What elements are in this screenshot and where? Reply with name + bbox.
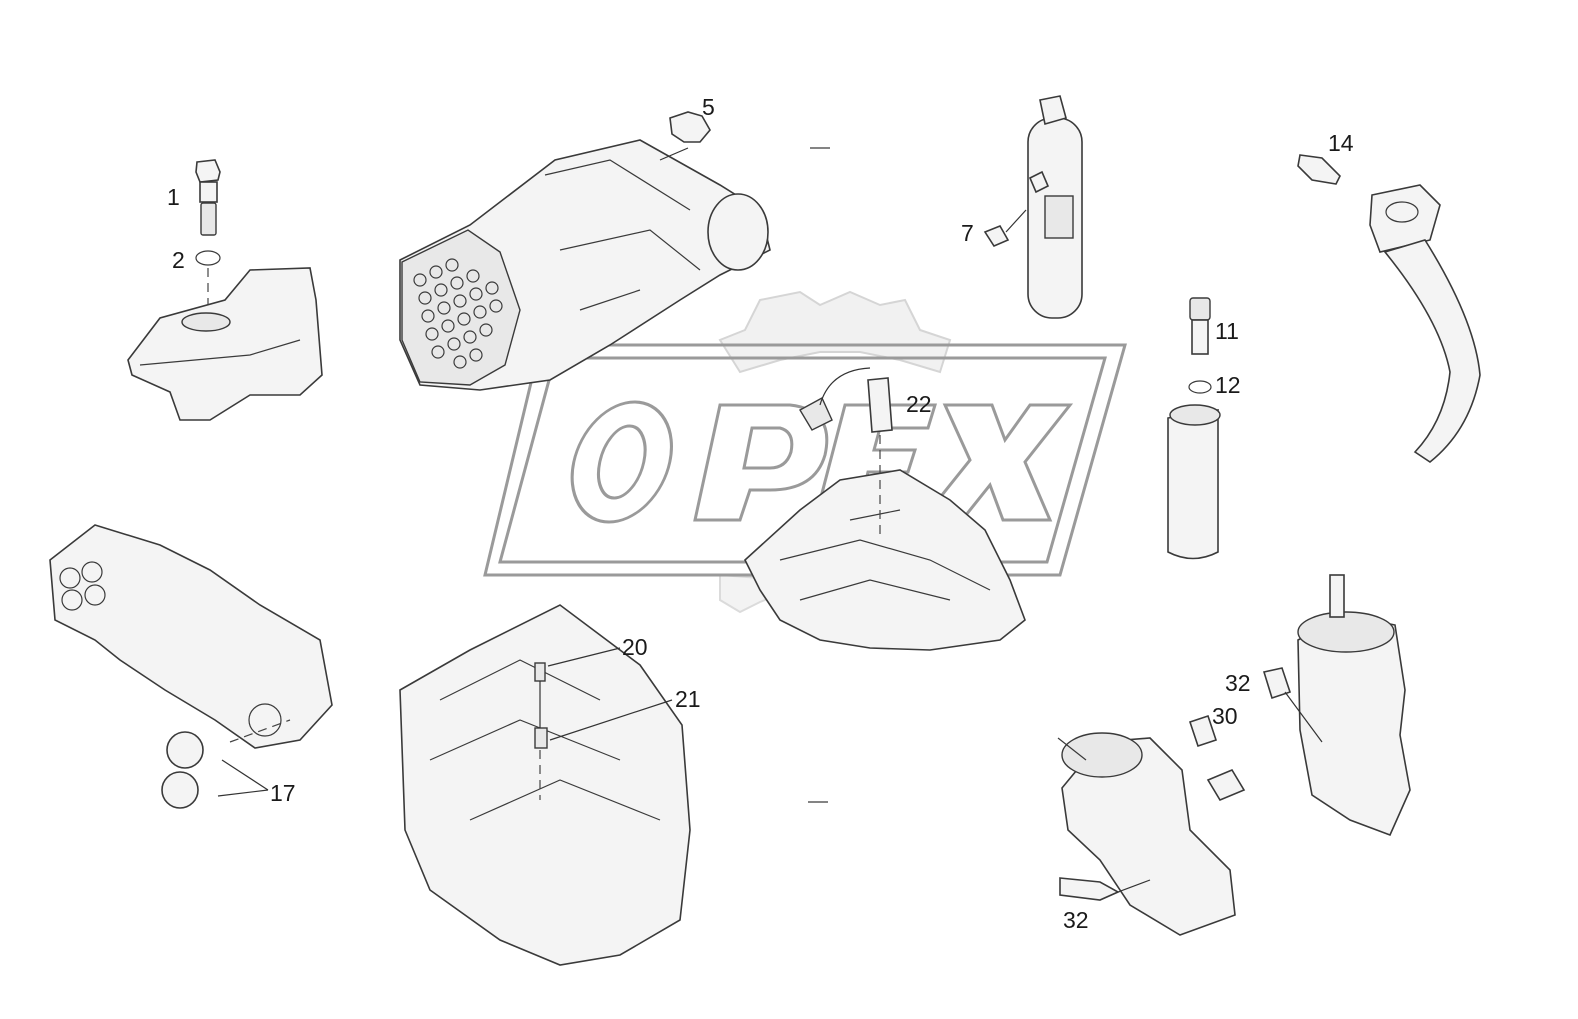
valve-details (779, 509, 991, 601)
sensor-1 (195, 159, 221, 183)
switch-30 (1188, 714, 1218, 748)
pipe-tube (1383, 239, 1481, 463)
callout-20: 20 (622, 634, 648, 660)
frame-bracket (49, 524, 333, 749)
bracket-assembly (49, 524, 333, 809)
sensor-22-connector (799, 397, 833, 431)
pipe-assembly (1297, 154, 1481, 463)
sensor-5 (669, 111, 711, 143)
pump-right-shaft (1329, 574, 1345, 618)
o-ring-12 (1188, 380, 1212, 394)
sensor-14 (1297, 154, 1341, 185)
switch-17-a (166, 731, 204, 769)
assembly-line-17 (229, 719, 291, 743)
sensor-1-body (200, 202, 217, 236)
callout-17: 17 (270, 780, 296, 806)
reservoir-assembly (127, 159, 323, 421)
sensor-32-right (1262, 667, 1292, 700)
callout-11: 11 (1215, 318, 1239, 344)
canister-top (1169, 404, 1221, 426)
drier-label (1044, 195, 1074, 239)
air-filter-holes (413, 258, 503, 369)
t-fitting (1206, 768, 1246, 802)
sensor-22-wire (819, 367, 871, 406)
sensor-1-thread (199, 181, 218, 203)
air-filter-outlet (707, 193, 769, 271)
callout-5: 5 (702, 94, 715, 120)
pump-left-top (1061, 732, 1143, 778)
callout-2: 2 (172, 247, 185, 273)
reservoir-tank (127, 267, 323, 421)
watermark-frame-outer (483, 343, 1127, 577)
sensor-22 (867, 377, 893, 433)
bracket-bore (248, 703, 282, 737)
lead-20 (547, 647, 621, 667)
pump-right-top (1297, 611, 1395, 653)
lead-17-a (221, 759, 269, 791)
switch-17-b (161, 771, 199, 809)
transmission-assembly (399, 604, 691, 966)
pipe-flange (1369, 184, 1441, 253)
callout-32-left: 32 (1063, 907, 1089, 933)
pump-left (1061, 737, 1236, 936)
watermark-gear (718, 290, 952, 374)
pump-left-shaft (1057, 737, 1087, 761)
sensor-11-plug (1189, 297, 1211, 321)
transmission-housing (399, 604, 691, 966)
valve-block (744, 469, 1026, 651)
canister-assembly (1167, 297, 1221, 560)
callout-30: 30 (1212, 703, 1238, 729)
lead-21 (549, 699, 673, 741)
pipe-flange-hole (1385, 201, 1419, 223)
callout-1: 1 (167, 184, 180, 210)
drier-assembly (983, 95, 1083, 319)
drier-port (1028, 170, 1050, 194)
housing-ribs (429, 659, 661, 821)
lead-32-right (1284, 691, 1323, 743)
callout-22: 22 (906, 391, 932, 417)
sensor-20 (534, 662, 546, 682)
drier-fitting-top (1039, 95, 1067, 126)
air-filter-straps (544, 159, 701, 311)
sensor-32-left (1059, 877, 1120, 901)
o-ring-2 (195, 250, 221, 266)
callout-21: 21 (675, 686, 701, 712)
pump-assembly (1057, 574, 1411, 936)
callout-14: 14 (1328, 130, 1354, 156)
callout-7: 7 (961, 220, 974, 246)
watermark-frame-inner (498, 356, 1107, 564)
callout-32-right: 32 (1225, 670, 1251, 696)
reservoir-edge (139, 339, 301, 366)
air-filter-assembly (399, 111, 771, 391)
lead-7 (1005, 209, 1027, 233)
lead-17-b (217, 789, 269, 797)
sensor-21 (534, 727, 548, 749)
switch-7 (983, 224, 1010, 248)
callout-12: 12 (1215, 372, 1241, 398)
reservoir-cap (181, 312, 231, 332)
valve-assembly (744, 367, 1026, 651)
sensor-11-body (1191, 319, 1209, 355)
lead-32-left (1117, 879, 1151, 893)
lead-5 (659, 147, 689, 161)
canister-body (1167, 409, 1219, 560)
